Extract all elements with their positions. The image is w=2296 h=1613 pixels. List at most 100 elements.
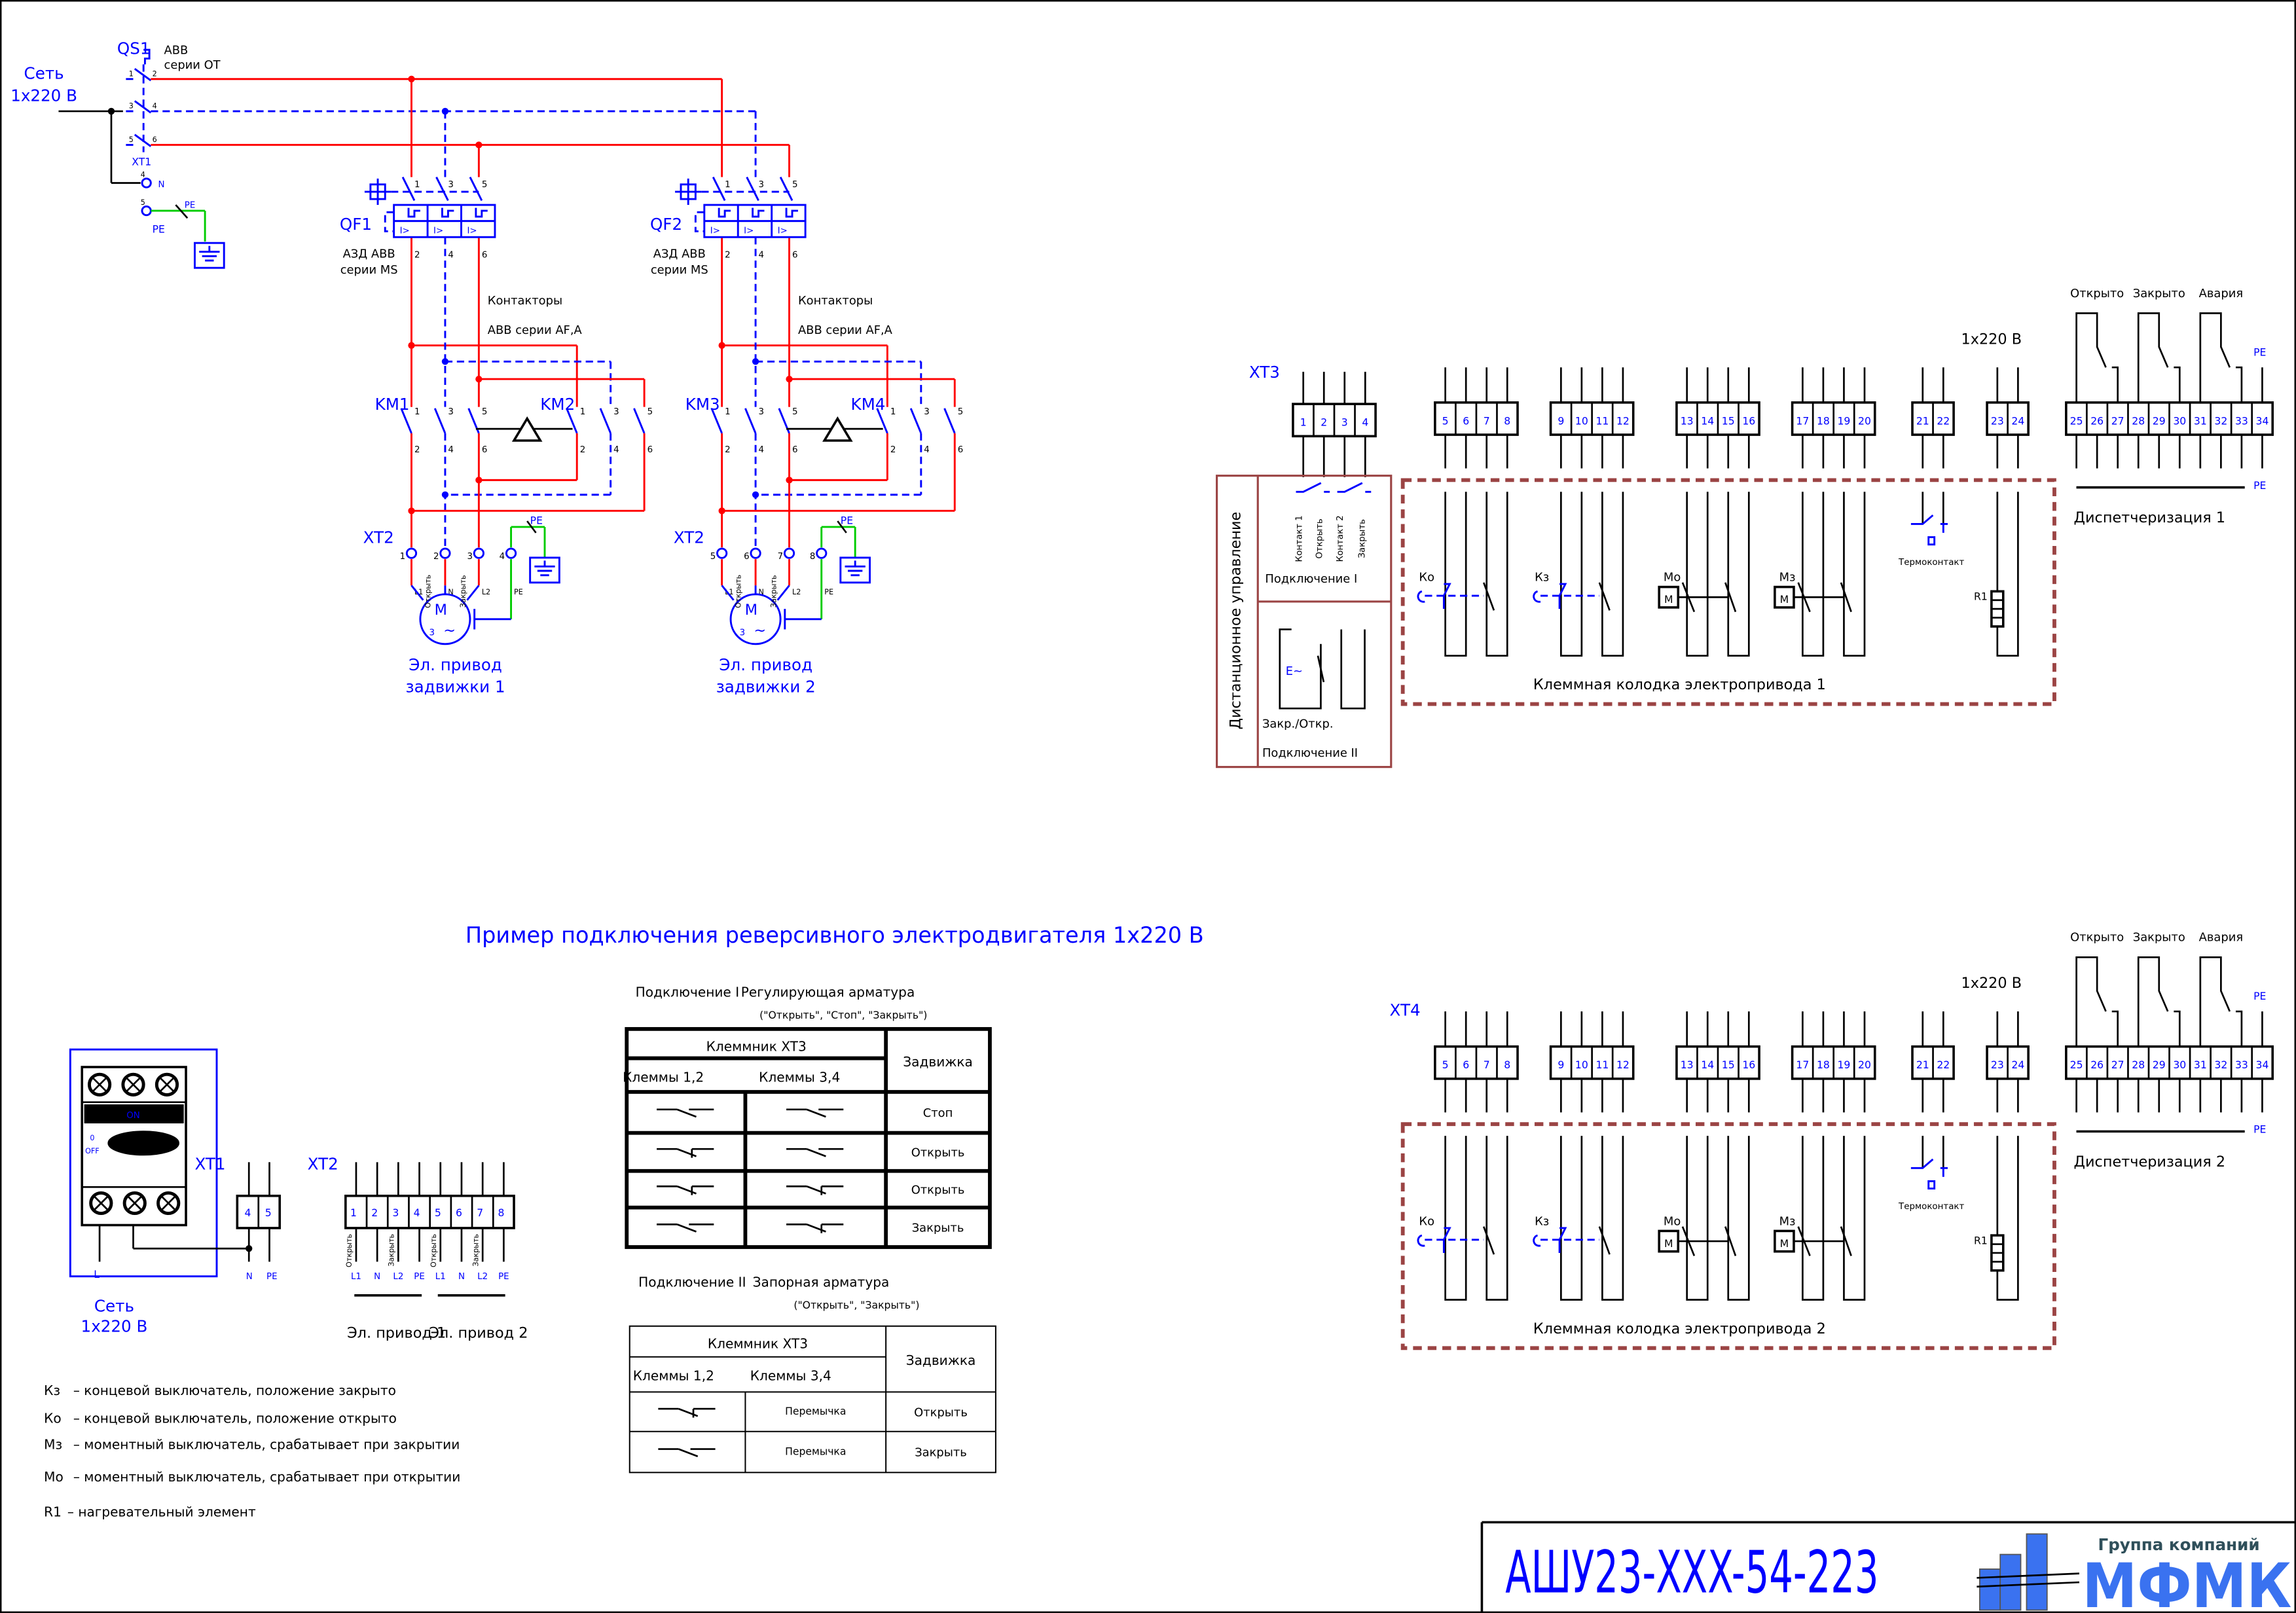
terminal-number: 20 xyxy=(1858,1059,1871,1071)
internal-loop xyxy=(1601,492,1624,657)
km-contact xyxy=(633,408,646,434)
contactors-series: ABB серии AF,A xyxy=(798,323,893,337)
km-pin: 5 xyxy=(647,407,653,417)
km-pin: 6 xyxy=(647,445,653,455)
terminal-number: 5 xyxy=(435,1206,441,1219)
motor-label: M xyxy=(1780,593,1789,606)
internal-loop xyxy=(1843,1136,1866,1301)
thermo-contact-icon xyxy=(1910,1158,1948,1177)
switch-open-icon xyxy=(657,1223,714,1233)
km-contact xyxy=(876,408,888,434)
jumper-label: Перемычка xyxy=(785,1405,846,1417)
internal-loop xyxy=(1559,492,1583,657)
cam-icon xyxy=(1533,590,1541,603)
km-pin: 2 xyxy=(580,445,586,455)
pe-label: PE xyxy=(530,514,543,526)
table-row: Открыть xyxy=(657,1146,964,1159)
terminal-number: 33 xyxy=(2235,1059,2248,1071)
wire xyxy=(806,1223,826,1233)
switch-label: Мз xyxy=(1779,1214,1796,1228)
document-code: АШУ23-XXX-54-223 xyxy=(1505,1539,1878,1607)
remote-contact-icon xyxy=(1337,482,1372,493)
dispatch-label: Диспетчеризация 1 xyxy=(2074,509,2226,526)
terminal-number: 5 xyxy=(1442,1059,1449,1071)
wire xyxy=(676,1185,697,1195)
thermo-label: Термоконтакт xyxy=(1898,558,1964,568)
qf-series: серии MS xyxy=(340,263,398,277)
table-title: Подключение I xyxy=(636,985,739,1000)
km-contact xyxy=(943,408,956,434)
legend: Кз– концевой выключатель, положение закр… xyxy=(44,1383,460,1520)
wire xyxy=(126,1077,141,1092)
motor-pin-label: PE xyxy=(824,588,833,596)
internal-loop xyxy=(1686,1136,1709,1301)
ground-icon xyxy=(194,242,225,269)
switch-closed-icon xyxy=(658,1407,716,1418)
internal-loop xyxy=(1485,492,1508,657)
pe-mark xyxy=(526,520,537,534)
terminal-1 xyxy=(405,547,418,559)
contactors-label: Контакторы xyxy=(798,294,873,308)
km-pin: 6 xyxy=(958,445,964,455)
switch-open-icon xyxy=(657,1108,714,1118)
heater-r1: R1 xyxy=(1974,1136,2019,1301)
magnetic-release-label: I> xyxy=(433,227,443,236)
terminal-number: 26 xyxy=(2090,414,2104,427)
ground-icon xyxy=(839,556,871,584)
qf-pin: 5 xyxy=(792,180,798,190)
thermal-release-icon xyxy=(718,208,731,218)
terminal-number: 15 xyxy=(1722,414,1735,427)
heater-r1: R1 xyxy=(1974,492,2019,657)
xt2-label: XT2 xyxy=(363,528,394,547)
function-label: Открыть xyxy=(345,1234,354,1267)
terminal-3 xyxy=(783,547,795,559)
terminal-number: 11 xyxy=(1595,414,1609,427)
remote-panel-frame xyxy=(1216,475,1393,769)
terminal-number: 15 xyxy=(1722,1059,1735,1071)
dispatch-label: Диспетчеризация 2 xyxy=(2074,1153,2226,1170)
pe-label: PE xyxy=(2253,1123,2266,1136)
drive-caption: задвижки 2 xyxy=(716,678,816,697)
table-commands: ("Открыть", "Стоп", "Закрыть") xyxy=(759,1009,927,1021)
terminal-number: 27 xyxy=(2111,1059,2124,1071)
qs1-handle-icon xyxy=(143,48,151,65)
qf-pin: 1 xyxy=(414,180,420,190)
close-label: Закрыть xyxy=(459,575,467,607)
contact xyxy=(1724,1226,1737,1256)
legend-item: Мз– моментный выключатель, срабатывает п… xyxy=(44,1437,460,1453)
terminal-number: 11 xyxy=(1595,1059,1609,1071)
heater-loop xyxy=(1996,492,2019,657)
qf-pin: 3 xyxy=(448,180,454,190)
terminal-number: 25 xyxy=(2070,414,2083,427)
wire xyxy=(159,1077,174,1092)
km-pin: 1 xyxy=(725,407,731,417)
selector-icon: E~ xyxy=(1286,664,1303,678)
terminal-number: 5 xyxy=(710,552,716,562)
qf-pin: 5 xyxy=(482,180,488,190)
qs1-pin: 5 xyxy=(129,136,134,144)
wire xyxy=(676,1108,697,1118)
internal-loop xyxy=(1843,492,1866,657)
terminal-number: 20 xyxy=(1858,414,1871,427)
legend-text: – моментный выключатель, срабатывает при… xyxy=(73,1437,460,1453)
junction-dot xyxy=(441,491,449,498)
column-header: Задвижка xyxy=(903,1054,973,1070)
terminal-number: 26 xyxy=(2090,1059,2104,1071)
terminal-label: L2 xyxy=(477,1272,488,1282)
signal-label: Открыто xyxy=(2070,287,2124,300)
qf-pin: 6 xyxy=(482,251,488,261)
xt1-enclosure xyxy=(69,1048,218,1278)
terminal-number: 17 xyxy=(1796,1059,1809,1071)
supply-voltage: 1x220 В xyxy=(10,86,77,105)
internal-loop xyxy=(1686,492,1709,657)
contact xyxy=(1598,1226,1611,1255)
motor-pin-label: L2 xyxy=(482,588,490,596)
terminal-label: PE xyxy=(498,1272,509,1282)
legend-text: – нагревательный элемент xyxy=(67,1504,256,1519)
jumper-label: Перемычка xyxy=(785,1445,846,1458)
motor-icon xyxy=(729,593,782,645)
switch-closed-icon xyxy=(786,1185,844,1195)
